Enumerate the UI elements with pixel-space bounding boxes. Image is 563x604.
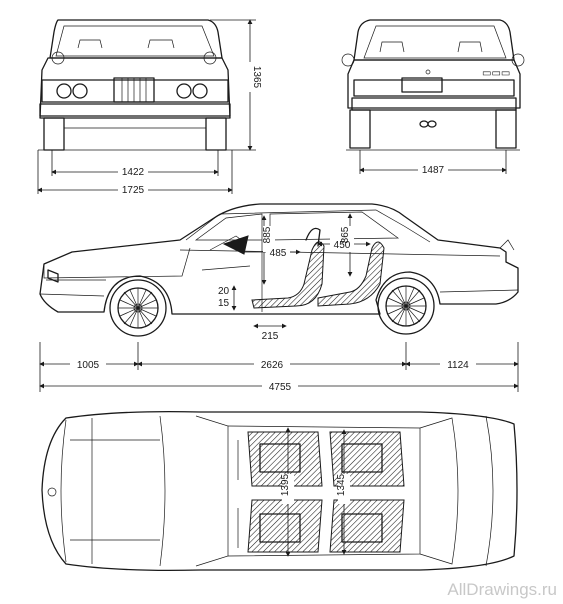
overall-length-label: 4755 [269, 382, 292, 393]
overall-width-label: 1725 [122, 185, 145, 196]
front-view-dimensions: 1422 1725 1365 [37, 19, 262, 196]
side-view-interior-dimensions: 885 865 485 450 20 15 215 [218, 213, 371, 342]
rear-legroom-label: 450 [334, 240, 351, 251]
seat-slide-label: 215 [262, 331, 279, 342]
rear-view-dimensions: 1487 [346, 149, 520, 176]
wheelbase-label: 2626 [261, 360, 284, 371]
front-shoulder-label: 1395 [280, 473, 291, 496]
side-view [39, 203, 519, 337]
front-legroom-label: 485 [270, 248, 287, 259]
front-view [39, 19, 231, 151]
seat-travel-upper-label: 20 [218, 286, 230, 297]
rear-right-seat [329, 499, 405, 553]
svg-text:▭▭▭: ▭▭▭ [482, 68, 510, 79]
rear-track-label: 1487 [422, 165, 445, 176]
side-view-dimensions: 1005 2626 1124 4755 [39, 342, 519, 393]
watermark: AllDrawings.ru [447, 580, 557, 599]
rear-seat-shape [317, 241, 385, 307]
rear-shoulder-label: 1345 [336, 473, 347, 496]
top-view [41, 410, 518, 572]
front-overhang-label: 1005 [77, 360, 100, 371]
rear-headroom-label: 865 [340, 226, 351, 243]
front-height-label: 1365 [251, 66, 262, 89]
front-headroom-label: 885 [262, 226, 273, 243]
rear-view: ▭▭▭ [341, 19, 525, 149]
front-track-label: 1422 [122, 167, 145, 178]
front-right-seat [247, 499, 323, 553]
seat-travel-lower-label: 15 [218, 298, 230, 309]
top-view-dimensions: 1395 1345 [280, 427, 350, 557]
rear-overhang-label: 1124 [447, 360, 469, 371]
